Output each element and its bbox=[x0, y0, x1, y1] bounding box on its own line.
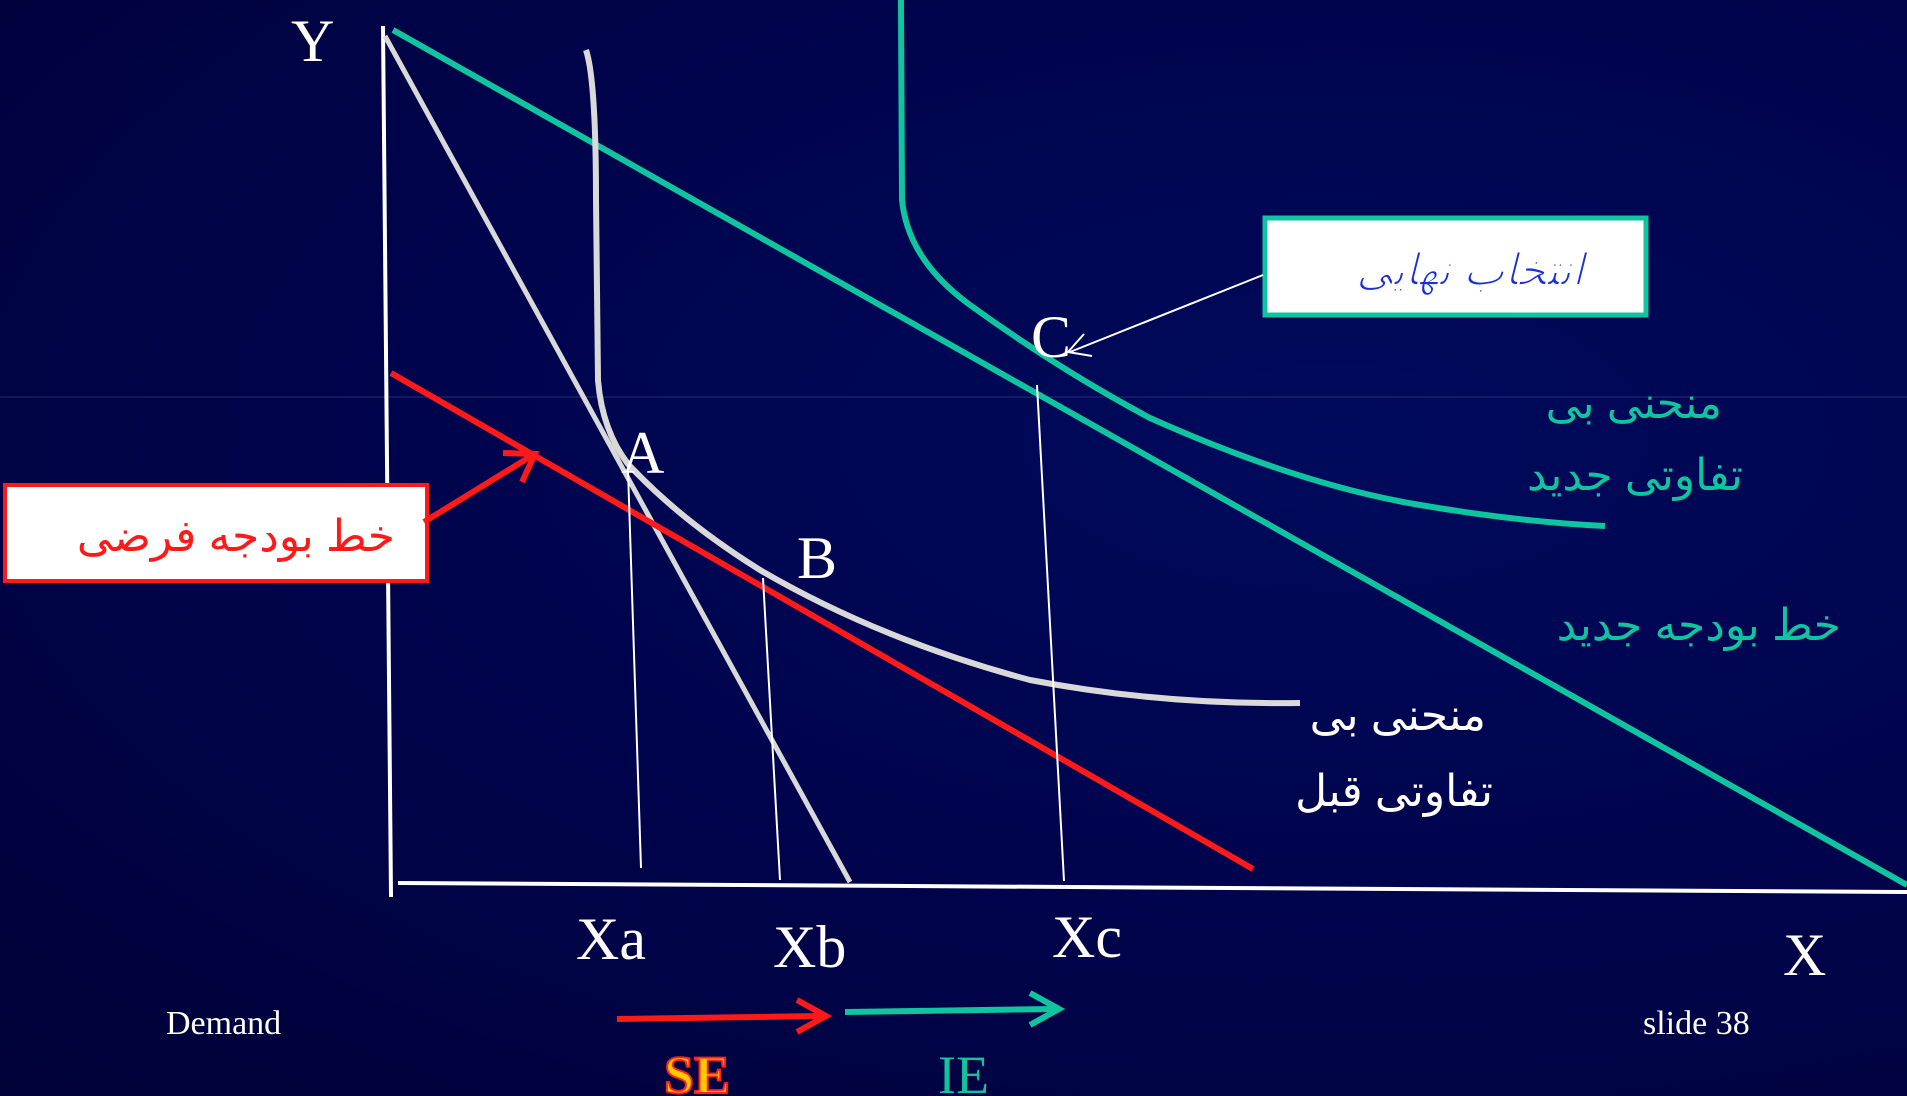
point-a-label: A bbox=[621, 420, 664, 486]
old-indifference-curve bbox=[583, 49, 1301, 707]
old-indifference-label-line1: منحنی بی bbox=[1310, 691, 1486, 740]
final-choice-pointer bbox=[1069, 274, 1264, 353]
new-indifference-label-line1: منحنی بی bbox=[1546, 379, 1722, 428]
ie-arrowhead bbox=[1028, 990, 1066, 1028]
y-axis bbox=[381, 25, 393, 898]
new-indifference-label-line2: تفاوتی جدید bbox=[1527, 451, 1743, 501]
final-choice-label: انتخاب نهایی bbox=[1356, 246, 1590, 297]
x-axis-label: X bbox=[1783, 922, 1826, 988]
final-choice-arrowhead bbox=[1066, 333, 1093, 357]
old-indifference-label-line2: تفاوتی قبل bbox=[1295, 767, 1493, 817]
hypothetical-budget-pointer bbox=[422, 452, 535, 525]
new-budget-label: خط بودجه جدید bbox=[1557, 601, 1841, 651]
tick-xc: Xc bbox=[1052, 904, 1122, 970]
ie-arrow bbox=[844, 1006, 1056, 1015]
hypothetical-budget-arrowhead bbox=[502, 450, 540, 484]
new-indifference-curve bbox=[898, 0, 1606, 529]
original-budget-line bbox=[382, 34, 853, 884]
tick-xa: Xa bbox=[576, 906, 646, 972]
hypothetical-budget-label: خط بودجه فرضی bbox=[77, 512, 395, 562]
drop-line-a bbox=[627, 469, 642, 869]
tick-xb: Xb bbox=[773, 914, 846, 980]
drop-line-b bbox=[762, 577, 781, 881]
drop-line-c bbox=[1036, 384, 1065, 882]
point-b-label: B bbox=[797, 525, 837, 591]
new-budget-line bbox=[391, 27, 1907, 888]
se-arrow bbox=[616, 1013, 823, 1022]
x-axis bbox=[397, 881, 1907, 894]
final-choice-box bbox=[1262, 215, 1649, 318]
se-label: SE bbox=[664, 1045, 730, 1096]
se-arrowhead bbox=[795, 997, 833, 1035]
hypothetical-budget-line bbox=[389, 370, 1255, 872]
hypothetical-budget-box bbox=[3, 483, 429, 583]
y-axis-label: Y bbox=[291, 8, 334, 74]
point-c-label: C bbox=[1031, 304, 1071, 370]
footer-right: slide 38 bbox=[1643, 1005, 1750, 1042]
ie-label: IE bbox=[938, 1045, 989, 1096]
footer-left: Demand bbox=[166, 1005, 281, 1042]
